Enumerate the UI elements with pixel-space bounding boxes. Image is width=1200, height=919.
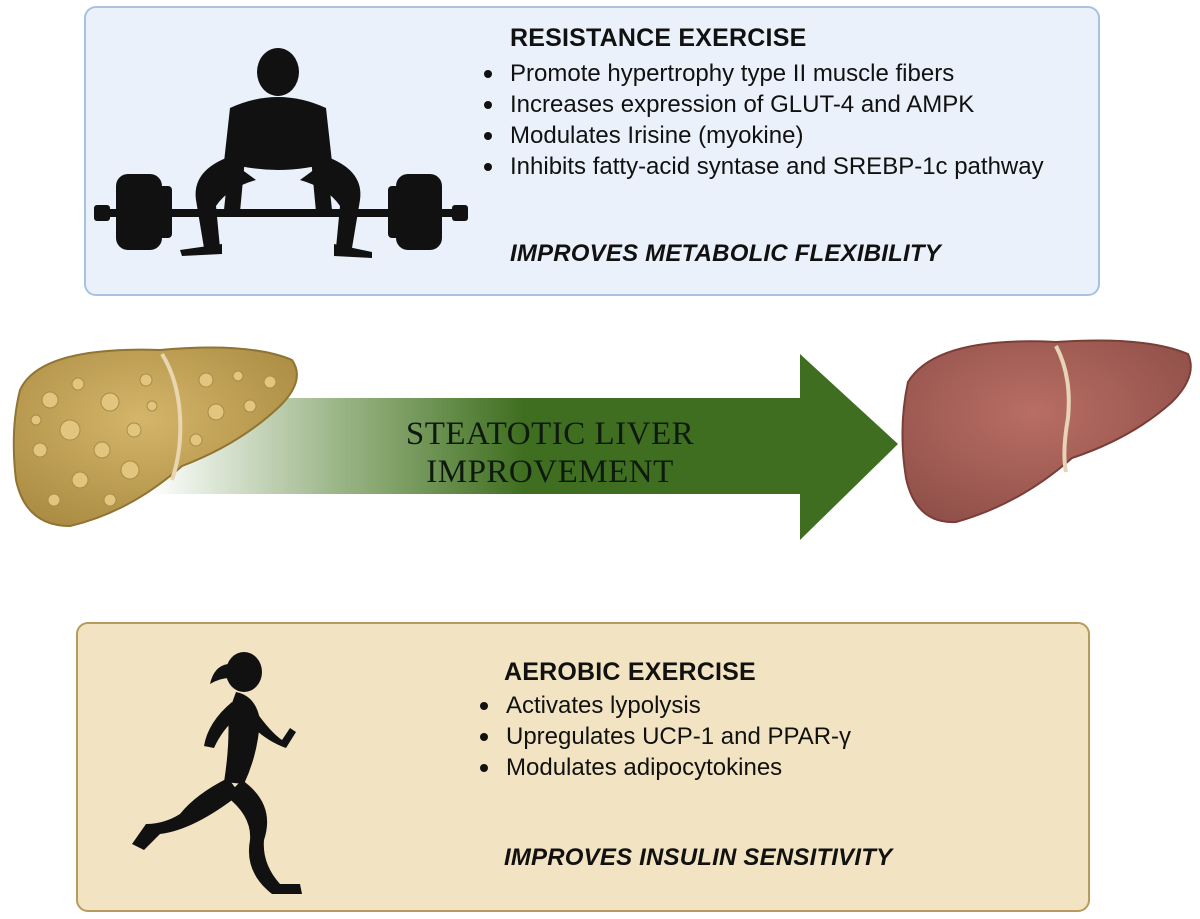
list-item: Upregulates UCP-1 and PPAR-γ <box>474 721 1074 752</box>
improvement-arrow <box>150 354 898 540</box>
list-item: Activates lypolysis <box>474 690 1074 721</box>
aerobic-exercise-panel: AEROBIC EXERCISE Activates lypolysis Upr… <box>76 622 1090 912</box>
aerobic-conclusion: IMPROVES INSULIN SENSITIVITY <box>504 844 893 871</box>
list-item: Increases expression of GLUT-4 and AMPK <box>478 89 1098 120</box>
runner-icon <box>132 652 302 894</box>
list-item: Promote hypertrophy type II muscle fiber… <box>478 58 1098 89</box>
healthy-liver-icon <box>901 339 1192 524</box>
fatty-liver-icon <box>12 346 298 528</box>
arrow-label-line1: STEATOTIC LIVER <box>405 416 695 452</box>
aerobic-heading: AEROBIC EXERCISE <box>504 658 756 686</box>
list-item: Modulates Irisine (myokine) <box>478 120 1098 151</box>
list-item: Modulates adipocytokines <box>474 752 1074 783</box>
resistance-heading: RESISTANCE EXERCISE <box>510 24 807 52</box>
resistance-conclusion: IMPROVES METABOLIC FLEXIBILITY <box>510 240 941 267</box>
weightlifter-deadlift-icon <box>94 48 468 258</box>
resistance-bullet-list: Promote hypertrophy type II muscle fiber… <box>478 58 1098 182</box>
list-item: Inhibits fatty-acid syntase and SREBP-1c… <box>478 151 1098 182</box>
arrow-label-line2: IMPROVEMENT <box>426 454 674 490</box>
resistance-exercise-panel: RESISTANCE EXERCISE Promote hypertrophy … <box>84 6 1100 296</box>
aerobic-bullet-list: Activates lypolysis Upregulates UCP-1 an… <box>474 690 1074 783</box>
